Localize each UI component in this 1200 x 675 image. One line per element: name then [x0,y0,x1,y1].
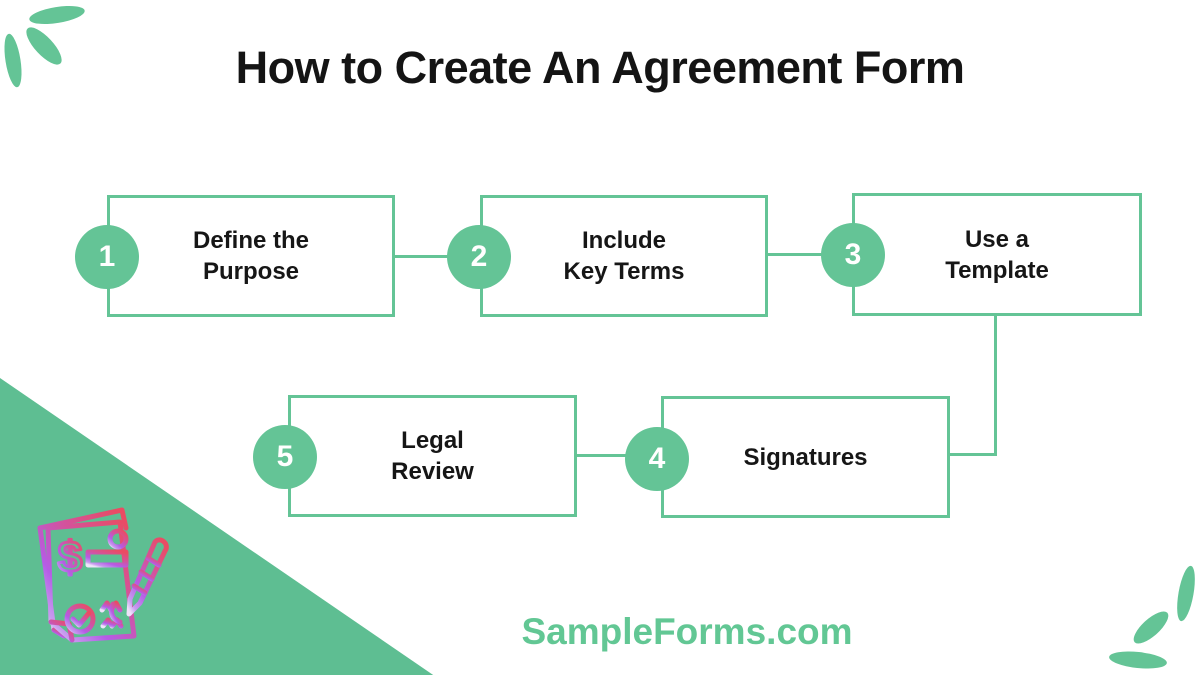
leaf-icon [1173,564,1199,623]
step-label-line: Include [581,227,666,254]
step-label: Legal Review [291,425,574,487]
step-box-define-purpose: Define the Purpose [107,195,395,317]
connector-line-1-2 [395,255,449,258]
connector-line-5-4 [577,454,627,457]
step-label: Signatures [664,442,947,473]
step-label-line: Define the [192,227,309,254]
step-box-include-key-terms: Include Key Terms [480,195,768,317]
connector-line-3-4 [950,453,997,456]
step-label: Define the Purpose [110,225,392,287]
step-label-line: Template [945,256,1049,284]
step-label-line: Review [391,458,474,485]
step-label-line: Purpose [202,258,300,285]
step-number-badge-1: 1 [75,225,139,289]
step-number-badge-2: 2 [447,225,511,289]
leaf-icon [1108,649,1168,671]
step-label: Include Key Terms [483,225,765,287]
step-label: Use a Template [855,224,1139,286]
step-box-legal-review: Legal Review [288,395,577,517]
step-number-badge-3: 3 [821,223,885,287]
agreement-documents-with-pen-icon: $ [37,507,169,643]
leaf-icon [28,2,86,28]
step-box-use-a-template: Use a Template [852,193,1142,316]
footer-brand: SampleForms.com [521,611,853,652]
page-title: How to Create An Agreement Form [235,42,965,93]
step-box-signatures: Signatures [661,396,950,518]
step-label-line: Use a [964,225,1030,253]
step-label-line: Legal [401,427,464,454]
step-number-badge-4: 4 [625,427,689,491]
connector-line-2-3 [768,253,823,256]
connector-line-3-down [994,315,997,456]
step-label-line: Key Terms [563,258,685,285]
leaf-icon [1128,606,1174,649]
step-label-line: Signatures [743,443,868,471]
step-number-badge-5: 5 [253,425,317,489]
